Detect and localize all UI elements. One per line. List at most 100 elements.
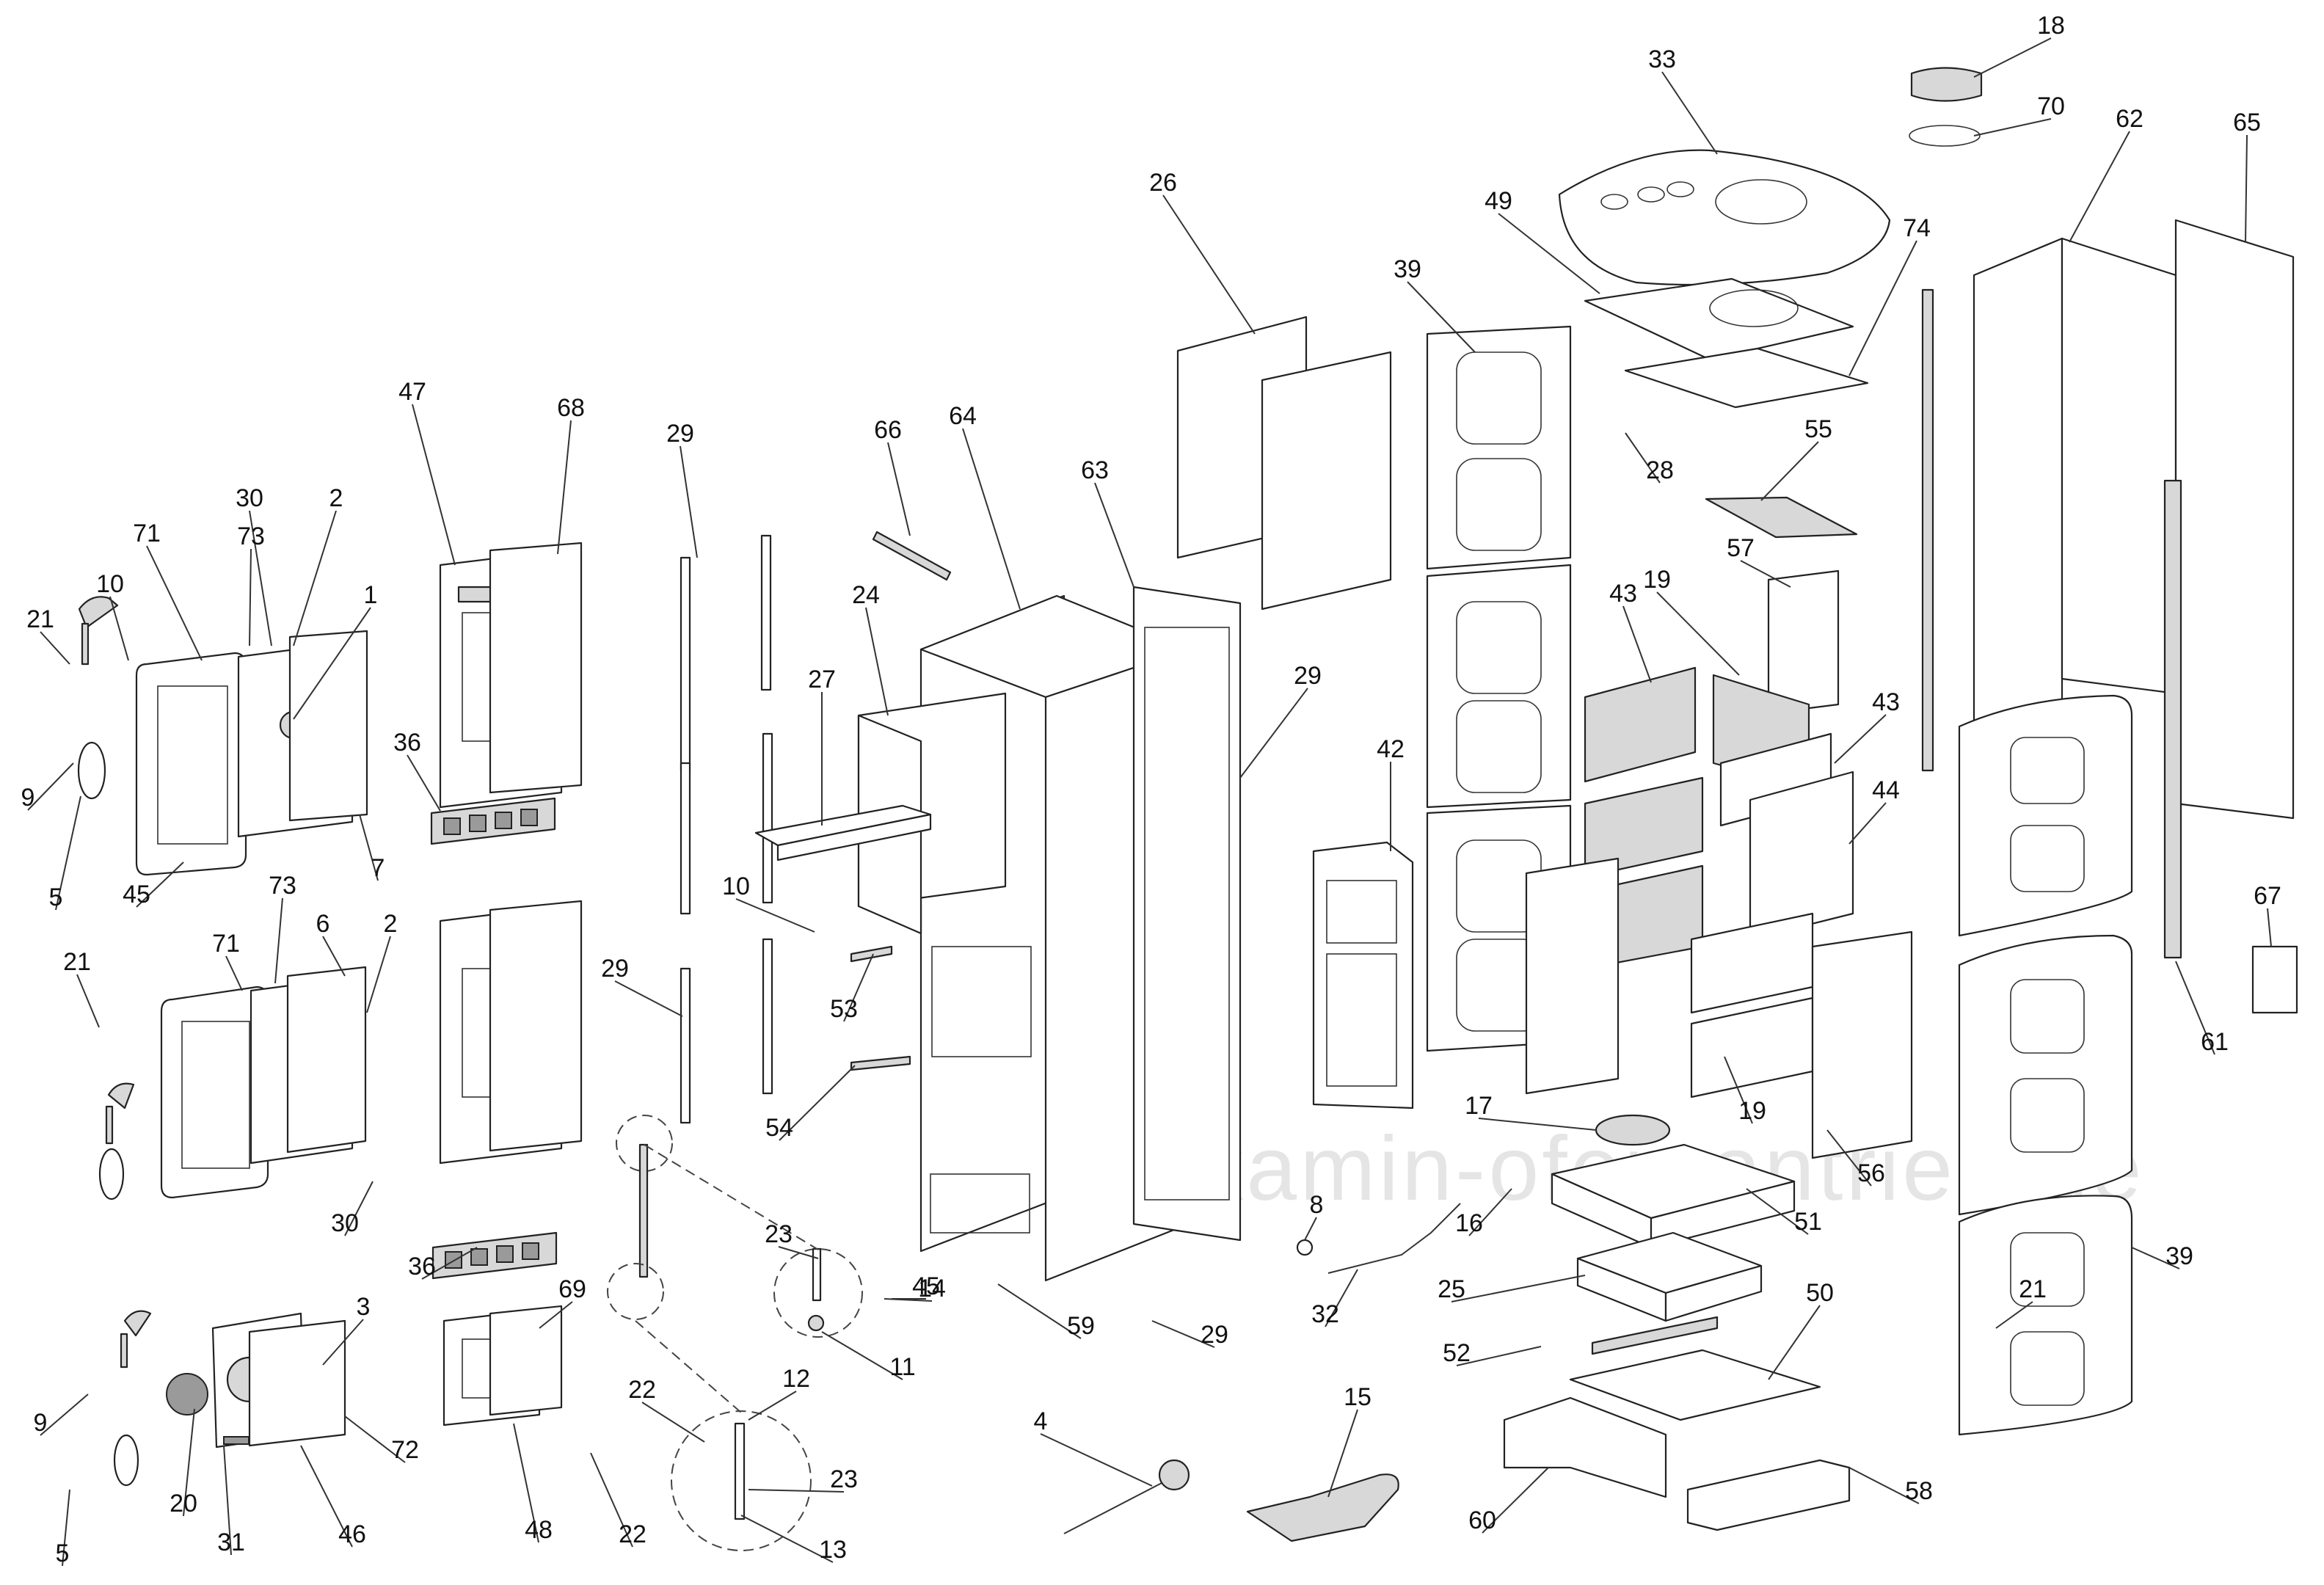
glove <box>1246 1473 1399 1542</box>
right-tile-column <box>1958 694 2133 1436</box>
callout-leader-15 <box>1327 1409 1358 1498</box>
heat-shield <box>1176 316 1392 611</box>
callout-leader-36 <box>407 754 441 812</box>
callout-label-39: 39 <box>2165 1242 2193 1270</box>
callout-label-54: 54 <box>765 1114 793 1142</box>
callout-leader-39 <box>1407 281 1476 353</box>
callout-leader-50 <box>1768 1305 1821 1380</box>
callout-leader-46 <box>300 1445 353 1548</box>
callout-label-26: 26 <box>1149 169 1177 197</box>
callout-leader-39 <box>2131 1247 2180 1269</box>
callout-leader-26 <box>1162 194 1256 335</box>
callout-label-1: 1 <box>364 581 378 609</box>
callout-label-43: 43 <box>1609 580 1637 608</box>
panel-57 <box>1767 569 1840 715</box>
callout-leader-29 <box>1239 688 1308 779</box>
callout-leader-23 <box>748 1489 845 1493</box>
callout-label-46: 46 <box>338 1520 366 1548</box>
callout-label-69: 69 <box>558 1275 586 1303</box>
ash-tool <box>1063 1459 1190 1534</box>
upper-vent-grille <box>430 797 556 845</box>
grate-insert <box>1595 1114 1671 1146</box>
callout-leader-43 <box>1622 605 1652 683</box>
callout-label-73: 73 <box>269 872 296 900</box>
callout-leader-13 <box>740 1515 834 1563</box>
pin-detail <box>607 1115 863 1551</box>
callout-leader-60 <box>1482 1467 1549 1534</box>
callout-leader-29 <box>1151 1320 1215 1348</box>
right-casing <box>1921 219 2295 959</box>
callout-leader-22 <box>590 1452 633 1548</box>
base-frame <box>1569 1349 1821 1421</box>
callout-leader-71 <box>225 955 243 991</box>
callout-label-4: 4 <box>1034 1407 1048 1435</box>
callout-label-16: 16 <box>1455 1209 1483 1237</box>
callout-leader-49 <box>1498 213 1600 294</box>
callout-leader-19 <box>1656 591 1740 676</box>
callout-leader-56 <box>1826 1129 1872 1187</box>
upper-door-assembly <box>77 596 368 876</box>
callout-label-13: 13 <box>819 1536 847 1564</box>
callout-leader-11 <box>821 1331 903 1380</box>
callout-leader-52 <box>1456 1346 1542 1366</box>
callout-label-7: 7 <box>371 854 385 882</box>
callout-label-2: 2 <box>384 910 398 938</box>
callout-label-48: 48 <box>525 1516 553 1544</box>
callout-leader-47 <box>412 404 456 566</box>
callout-label-11: 11 <box>889 1353 915 1381</box>
callout-leader-57 <box>1740 560 1791 588</box>
callout-leader-33 <box>1661 71 1718 155</box>
callout-leader-29 <box>680 445 698 558</box>
callout-leader-29 <box>614 980 683 1017</box>
callout-leader-21 <box>1995 1301 2033 1329</box>
callout-leader-5 <box>62 1489 70 1567</box>
top-plate <box>1584 277 1854 361</box>
callout-leader-62 <box>2069 131 2130 243</box>
callout-leader-63 <box>1094 482 1134 588</box>
callout-leader-67 <box>2267 908 2272 947</box>
callout-leader-65 <box>2245 134 2248 243</box>
ash-door-frame <box>442 1305 563 1426</box>
ash-pan <box>1576 1231 1763 1322</box>
callout-leader-53 <box>843 953 874 1022</box>
callout-label-31: 31 <box>217 1528 245 1556</box>
callout-label-27: 27 <box>808 666 836 693</box>
callout-leader-68 <box>557 420 572 555</box>
callout-label-55: 55 <box>1804 415 1832 443</box>
callout-leader-31 <box>223 1445 232 1556</box>
callout-label-58: 58 <box>1905 1477 1933 1505</box>
callout-leader-1 <box>293 607 371 720</box>
callout-label-62: 62 <box>2116 105 2143 133</box>
gasket-74 <box>1624 347 1869 409</box>
callout-label-25: 25 <box>1438 1275 1465 1303</box>
callout-leader-28 <box>1625 432 1661 484</box>
rail-52 <box>1591 1316 1719 1355</box>
callout-leader-30 <box>344 1181 374 1236</box>
top-cover <box>1558 149 1891 286</box>
callout-leader-43 <box>1834 714 1887 764</box>
callout-leader-2 <box>293 510 337 646</box>
callout-label-9: 9 <box>21 784 35 812</box>
base-vent <box>1503 1396 1667 1498</box>
callout-leader-44 <box>1848 802 1887 845</box>
callout-leader-45 <box>136 861 184 908</box>
callout-leader-61 <box>2175 961 2215 1055</box>
callout-label-23: 23 <box>765 1220 793 1248</box>
callout-label-6: 6 <box>316 910 330 938</box>
shaker-lever <box>1327 1203 1461 1274</box>
callout-leader-51 <box>1746 1188 1809 1235</box>
lower-vent-grille <box>431 1231 558 1280</box>
callout-label-32: 32 <box>1311 1300 1339 1328</box>
callout-leader-14 <box>884 1298 933 1302</box>
callout-label-44: 44 <box>1872 776 1900 804</box>
callout-label-73: 73 <box>237 522 265 550</box>
callout-label-22: 22 <box>619 1520 646 1548</box>
callout-leader-30 <box>249 510 272 646</box>
callout-leader-72 <box>344 1415 406 1463</box>
callout-label-72: 72 <box>391 1436 419 1464</box>
callout-leader-9 <box>27 762 74 811</box>
callout-label-45: 45 <box>123 881 150 908</box>
callout-label-20: 20 <box>170 1490 197 1517</box>
